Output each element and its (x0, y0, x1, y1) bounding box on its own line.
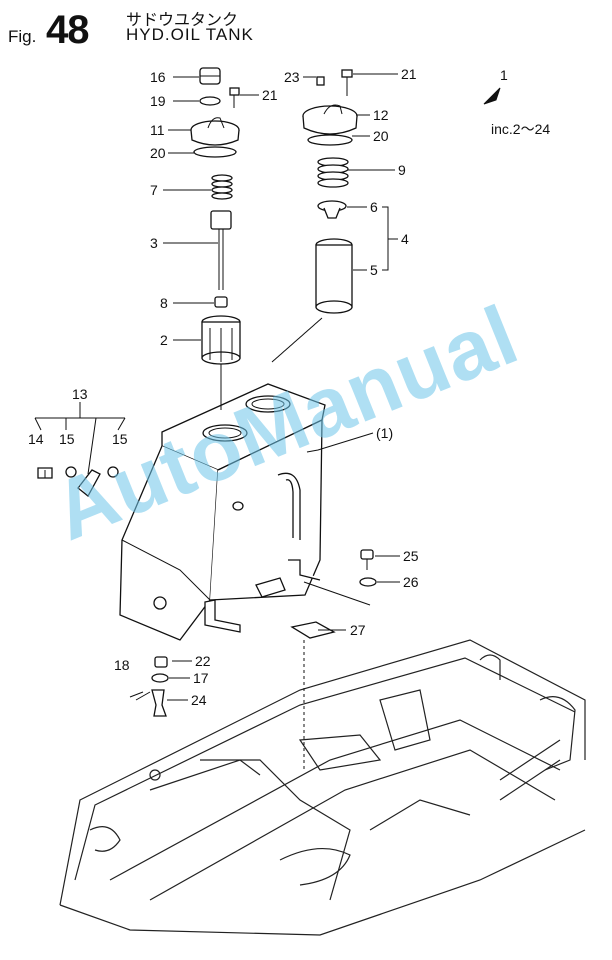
label-12: 12 (373, 107, 389, 123)
label-21-left: 21 (262, 87, 278, 103)
direction-note: inc.2～24 (491, 121, 550, 137)
label-7: 7 (150, 182, 158, 198)
part-5-strainer (315, 238, 353, 314)
leader-lines (34, 73, 400, 770)
label-20-right: 20 (373, 128, 389, 144)
part-20-gasket-right (307, 134, 353, 146)
label-13: 13 (72, 386, 88, 402)
figure-number: 48 (46, 8, 89, 52)
title-japanese: サドウユタンク (126, 10, 239, 29)
part-22-plug (154, 656, 168, 668)
part-11-cover (190, 117, 240, 146)
part-18-wire (135, 691, 151, 701)
label-15-left: 15 (59, 431, 75, 447)
part-7-spring (211, 174, 233, 200)
part-27-plate (290, 621, 336, 639)
label-23: 23 (284, 69, 300, 85)
label-24: 24 (191, 692, 207, 708)
part-13-bracket-set (37, 466, 119, 497)
part-3-rod (210, 210, 232, 290)
part-20-gasket (193, 146, 237, 158)
part-6-valve (317, 200, 347, 219)
label-11: 11 (150, 122, 165, 138)
direction-arrow-icon (483, 87, 501, 105)
label-4: 4 (401, 231, 409, 247)
label-8: 8 (160, 295, 168, 311)
part-25-bolt (360, 549, 374, 570)
label-27: 27 (350, 622, 366, 638)
label-22: 22 (195, 653, 211, 669)
machine-frame (59, 639, 586, 936)
label-21-right: 21 (401, 66, 417, 82)
parts (37, 67, 377, 717)
label-20-left: 20 (150, 145, 166, 161)
part-8-nut (214, 296, 228, 308)
part-21-bolt-left (229, 87, 240, 108)
label-18: 18 (114, 657, 130, 673)
label-2: 2 (160, 332, 168, 348)
label-15-right: 15 (112, 431, 128, 447)
part-16-filler-cap (199, 67, 221, 85)
part-12-cover (302, 104, 358, 135)
title-english: HYD.OIL TANK (126, 25, 254, 44)
direction-number: 1 (500, 67, 508, 83)
part-24-drain-cock (151, 689, 167, 717)
label-26: 26 (403, 574, 419, 590)
label-17: 17 (193, 670, 209, 686)
part-26-washer (359, 577, 377, 587)
label-25: 25 (403, 548, 419, 564)
figure-prefix: Fig. (8, 27, 37, 46)
part-19-o-ring (199, 96, 221, 106)
part-9-spring (317, 157, 349, 188)
part-21-bolt-right (341, 69, 353, 96)
label-16: 16 (150, 69, 166, 85)
part-1-hydraulic-tank (119, 383, 326, 641)
label-6: 6 (370, 199, 378, 215)
label-14: 14 (28, 431, 44, 447)
label-3: 3 (150, 235, 158, 251)
label-19: 19 (150, 93, 166, 109)
label-9: 9 (398, 162, 406, 178)
part-23-bolt (316, 76, 325, 86)
label-5: 5 (370, 262, 378, 278)
callout-labels: 16 19 21 11 20 7 3 8 2 23 21 12 20 9 6 4… (28, 66, 550, 708)
part-2-filter-element (201, 315, 241, 365)
label-1-tank: (1) (376, 425, 393, 441)
part-17-washer (151, 673, 169, 683)
